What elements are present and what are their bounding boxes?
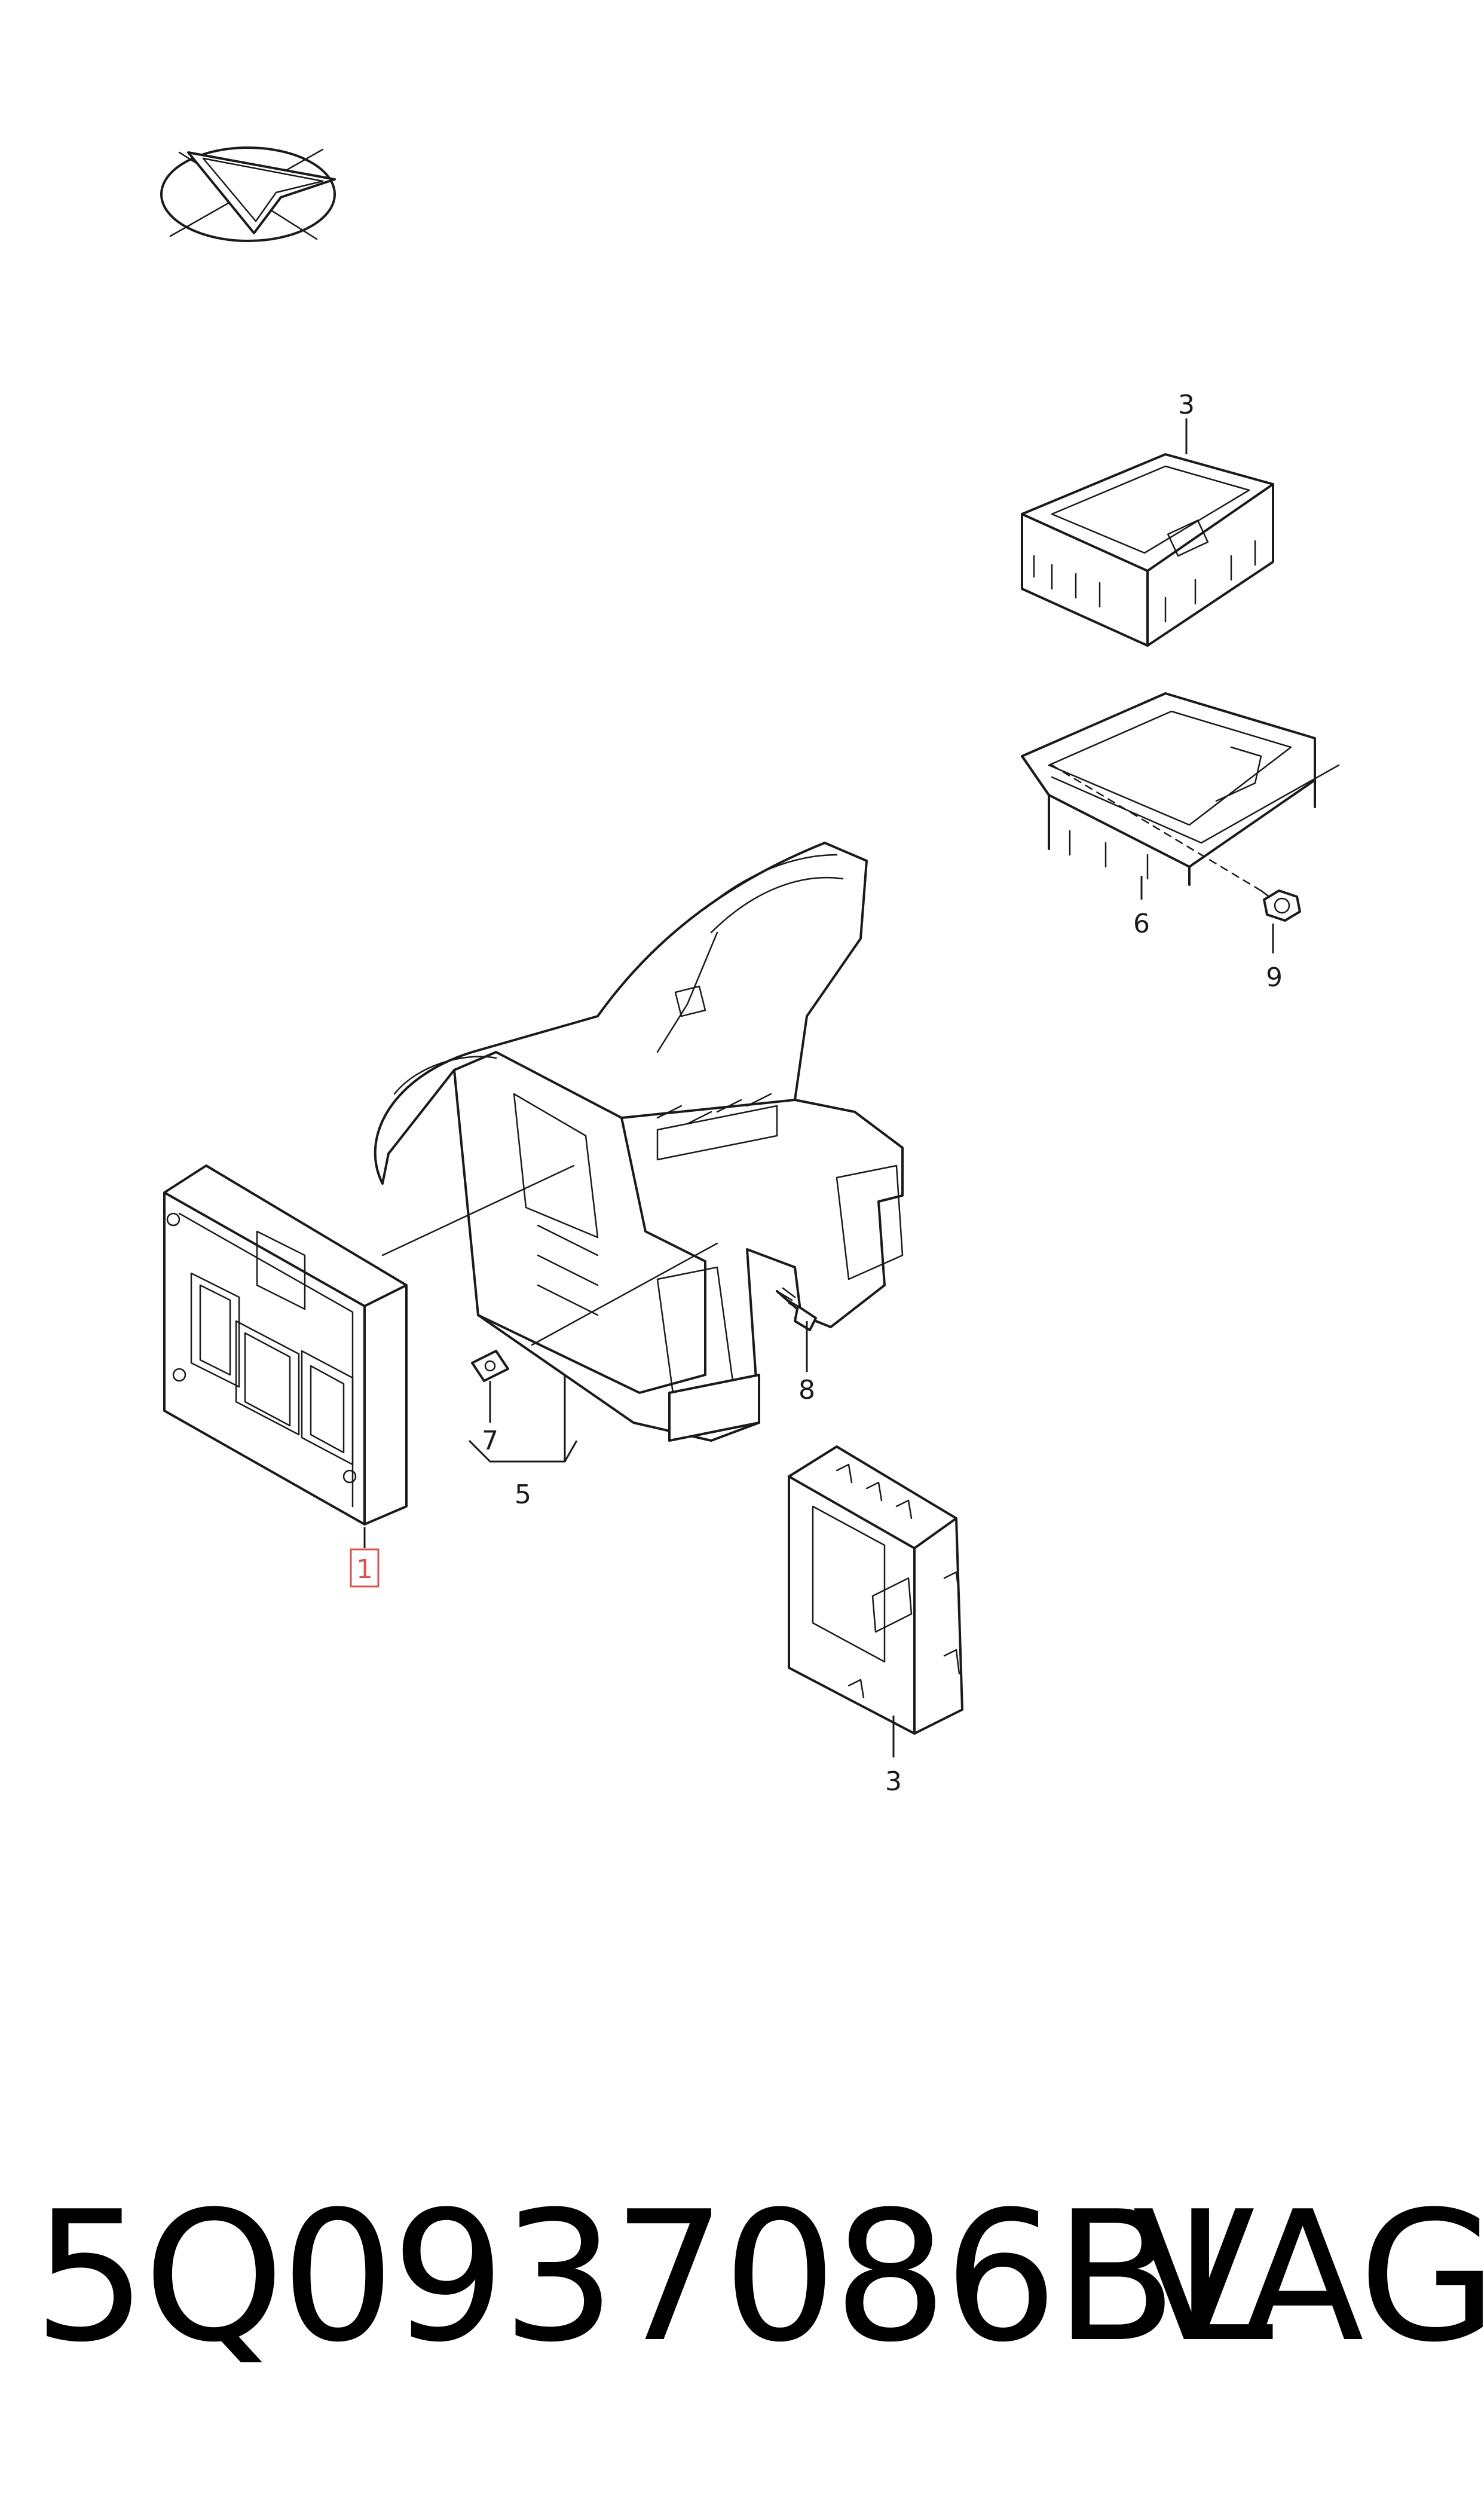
callout-5: 5 <box>515 1479 531 1510</box>
callout-3-bottom: 3 <box>885 1766 902 1797</box>
carrier-frame <box>374 842 904 1442</box>
callout-1: 1 <box>356 1554 373 1585</box>
callout-8: 8 <box>798 1375 815 1405</box>
control-module-bottom <box>788 1445 963 1735</box>
callout-1-highlight <box>350 1548 380 1588</box>
footer: 5Q0937086BL VAG <box>33 2173 1484 2382</box>
nut <box>1263 889 1301 922</box>
callout-3-top: 3 <box>1178 390 1195 420</box>
part-number: 5Q0937086BL <box>33 2173 1274 2382</box>
direction-compass-icon <box>160 146 336 242</box>
brand: VAG <box>1133 2173 1484 2382</box>
parts-diagram: 3 6 9 8 7 5 1 3 <box>160 146 1340 1797</box>
clip <box>471 1350 509 1382</box>
screw <box>776 1287 817 1331</box>
callout-6: 6 <box>1133 909 1150 939</box>
leader-lines <box>363 418 1274 1757</box>
callout-7: 7 <box>482 1426 498 1456</box>
callouts: 3 6 9 8 7 5 1 3 <box>350 390 1283 1797</box>
callout-9: 9 <box>1266 962 1283 993</box>
control-module-top <box>1021 453 1274 647</box>
mounting-bracket <box>1021 692 1340 901</box>
body-control-unit <box>163 1164 408 1526</box>
